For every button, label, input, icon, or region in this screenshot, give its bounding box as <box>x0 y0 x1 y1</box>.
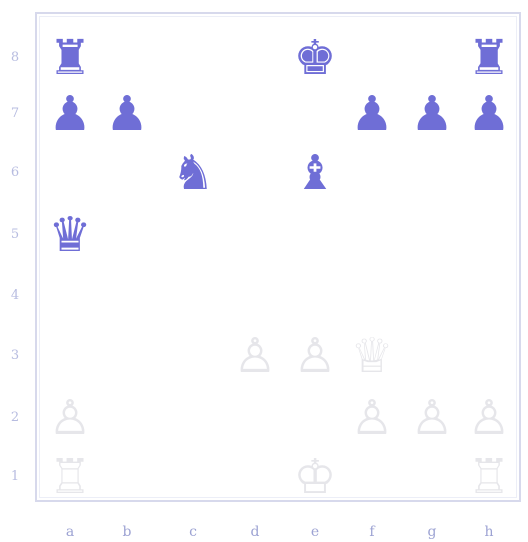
rank-label-6: 6 <box>8 165 22 181</box>
rank-label-3: 3 <box>8 348 22 364</box>
black-pawn-f7-icon[interactable]: ♟ <box>342 84 402 144</box>
file-label-c: c <box>183 524 203 540</box>
white-pawn-d3-icon[interactable]: ♙ <box>225 326 285 386</box>
white-pawn-g2-icon[interactable]: ♙ <box>402 388 462 448</box>
black-pawn-a7-icon[interactable]: ♟ <box>40 84 100 144</box>
white-pawn-a2-icon[interactable]: ♙ <box>40 388 100 448</box>
rank-label-2: 2 <box>8 410 22 426</box>
file-label-a: a <box>60 524 80 540</box>
file-label-f: f <box>362 524 382 540</box>
file-label-d: d <box>245 524 265 540</box>
file-label-g: g <box>422 524 442 540</box>
white-pawn-f2-icon[interactable]: ♙ <box>342 388 402 448</box>
rank-label-4: 4 <box>8 288 22 304</box>
black-pawn-g7-icon[interactable]: ♟ <box>402 84 462 144</box>
black-knight-c6-icon[interactable]: ♞ <box>163 143 223 203</box>
file-label-e: e <box>305 524 325 540</box>
white-rook-a1-icon[interactable]: ♖ <box>40 447 100 507</box>
black-rook-h8-icon[interactable]: ♜ <box>459 28 519 88</box>
white-king-e1-icon[interactable]: ♔ <box>285 447 345 507</box>
white-pawn-h2-icon[interactable]: ♙ <box>459 388 519 448</box>
rank-label-1: 1 <box>8 469 22 485</box>
black-queen-a5-icon[interactable]: ♛ <box>40 205 100 265</box>
black-pawn-b7-icon[interactable]: ♟ <box>97 84 157 144</box>
file-label-h: h <box>479 524 499 540</box>
black-bishop-e6-icon[interactable]: ♝ <box>285 143 345 203</box>
rank-label-8: 8 <box>8 50 22 66</box>
rank-label-7: 7 <box>8 106 22 122</box>
black-king-e8-icon[interactable]: ♚ <box>285 28 345 88</box>
black-pawn-h7-icon[interactable]: ♟ <box>459 84 519 144</box>
black-rook-a8-icon[interactable]: ♜ <box>40 28 100 88</box>
rank-label-5: 5 <box>8 227 22 243</box>
file-label-b: b <box>117 524 137 540</box>
white-queen-f3-icon[interactable]: ♕ <box>342 326 402 386</box>
white-pawn-e3-icon[interactable]: ♙ <box>285 326 345 386</box>
white-rook-h1-icon[interactable]: ♖ <box>459 447 519 507</box>
